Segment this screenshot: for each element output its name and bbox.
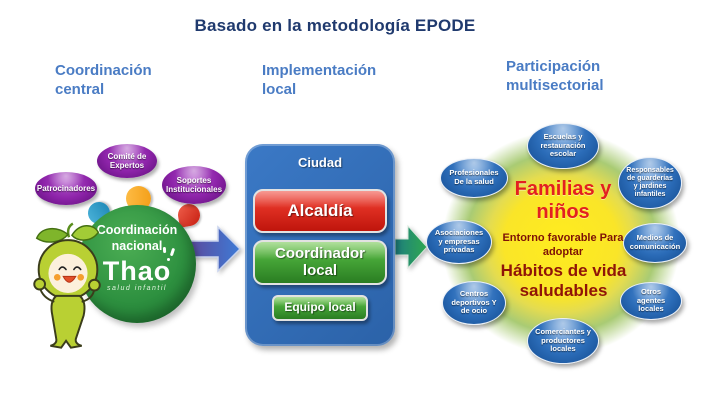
node-responsables-guarderias: Responsables de guarderías y jardines in… [618, 157, 682, 209]
node-soportes-institucionales: Soportes Institucionales [162, 166, 226, 204]
heading-coordinacion-central: Coordinación central [55, 62, 152, 98]
thao-logo: Thao [103, 246, 175, 287]
label-habitos-de-vida: Hábitos de vida saludables [500, 261, 627, 300]
node-otros-agentes: Otros agentes locales [620, 282, 682, 320]
hub-title: Coordinación nacional [96, 223, 178, 254]
node-escuelas: Escuelas y restauración escolar [527, 123, 599, 169]
node-patrocinadores: Patrocinadores [35, 172, 97, 205]
thao-logo-sparkle-icon [162, 246, 166, 253]
node-medios-comunicacion: Medios de comunicación [623, 223, 687, 263]
node-asociaciones-empresas: Asociaciones y empresas privadas [426, 220, 492, 264]
node-centros-deportivos: Centros deportivos Y de ocio [442, 281, 506, 325]
thao-sprout-mascot-illustration [33, 222, 101, 349]
city-panel-title: Ciudad [297, 155, 343, 170]
label-familias-y-ninos: Familias y niños [514, 178, 612, 223]
thao-logo-sparkle-icon [167, 257, 171, 261]
heading-implementacion-local: Implementación local [262, 62, 377, 98]
slide-title: Basado en la metodología EPODE [194, 16, 476, 35]
node-comite-de-expertos: Comité de Expertos [97, 144, 157, 178]
city-panel: Ciudad Alcaldía Coordinador local Equipo… [245, 144, 395, 346]
heading-participacion-multisectorial: Participación multisectorial [506, 58, 604, 94]
label-entorno-favorable: Entorno favorable Para adoptar [502, 232, 624, 258]
arrow-local-to-multisectorial-icon [395, 224, 428, 270]
node-coordinador-local: Coordinador local [253, 240, 387, 285]
node-profesionales-salud: Profesionales De la salud [440, 158, 508, 198]
arrow-central-to-local-icon [190, 225, 242, 273]
node-comerciantes-productores: Comerciantes y productores locales [527, 318, 599, 364]
thao-tagline: salud infantil [107, 284, 167, 292]
node-equipo-local: Equipo local [272, 295, 368, 321]
node-alcaldia: Alcaldía [253, 189, 387, 233]
